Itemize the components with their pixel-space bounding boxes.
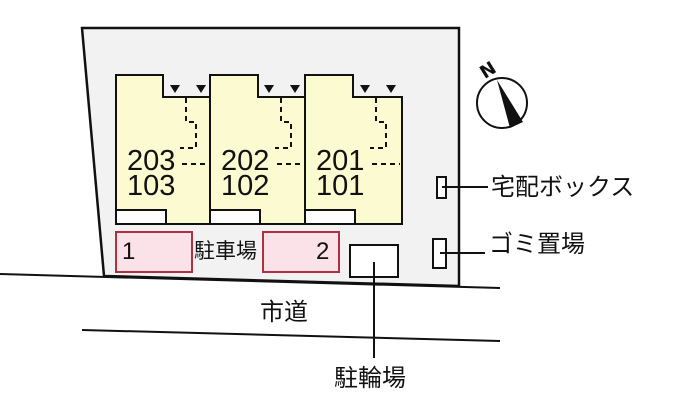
building — [115, 74, 403, 225]
stair-dashes — [180, 98, 400, 165]
road-label: 市道 — [260, 298, 308, 326]
garbage-area-label: ゴミ置場 — [489, 230, 585, 258]
unit-lower-number: 102 — [221, 170, 270, 202]
parking-label: 駐車場 — [194, 239, 257, 263]
parking-space-2 — [262, 231, 340, 273]
unit-lower-number: 101 — [316, 170, 365, 202]
unit-upper-number: 201 — [316, 145, 365, 177]
bicycle-parking-label: 駐輪場 — [334, 364, 406, 392]
parking-space-number: 2 — [316, 238, 330, 265]
delivery-box-label: 宅配ボックス — [491, 173, 635, 201]
porch — [304, 209, 356, 225]
entrance-markers — [170, 85, 396, 93]
unit-lower-number: 103 — [127, 170, 176, 202]
parking-space-number: 1 — [122, 238, 136, 265]
road-edge-lower — [81, 329, 501, 342]
unit-upper-number: 203 — [127, 145, 176, 177]
road-edge-upper — [0, 273, 501, 289]
parking-space-1 — [115, 231, 193, 273]
porch — [115, 209, 167, 225]
porch — [209, 209, 261, 225]
unit-upper-number: 202 — [221, 145, 270, 177]
compass-icon — [476, 77, 528, 129]
